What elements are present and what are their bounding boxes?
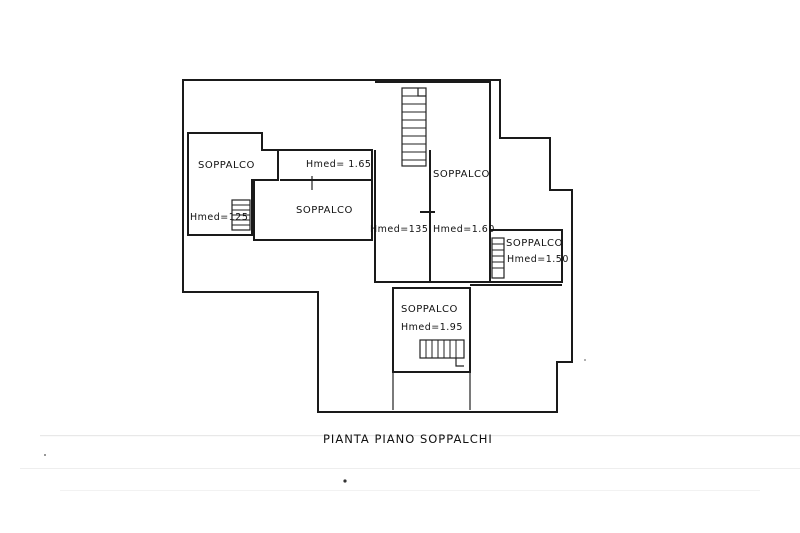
stair-lower: [419, 339, 465, 367]
room-right-outline: [490, 229, 563, 283]
room-label-right: SOPPALCO: [506, 238, 563, 249]
lower-room-walls: [392, 372, 471, 410]
room-center-outline: [253, 149, 373, 241]
height-label-stair: Hmed=1.60: [433, 224, 495, 235]
room-label-left: SOPPALCO: [198, 160, 255, 171]
height-label-lower: Hmed=1.95: [401, 322, 463, 333]
room-label-center: SOPPALCO: [296, 205, 353, 216]
room-label-stair: SOPPALCO: [433, 169, 490, 180]
stair-main: [401, 87, 427, 167]
height-label-center-top: Hmed= 1.65: [306, 159, 371, 170]
stair-left: [231, 199, 251, 231]
outer-perimeter: [182, 79, 573, 413]
height-label-left: Hmed=125: [190, 212, 248, 223]
scan-noise: [20, 359, 800, 491]
height-label-right: Hmed=1.50: [507, 254, 569, 265]
room-label-lower: SOPPALCO: [401, 304, 458, 315]
plan-caption: PIANTA PIANO SOPPALCHI: [323, 432, 493, 446]
stair-right: [491, 237, 505, 279]
room-stair-outline: [374, 81, 491, 283]
height-label-center: Hmed=135: [370, 224, 428, 235]
